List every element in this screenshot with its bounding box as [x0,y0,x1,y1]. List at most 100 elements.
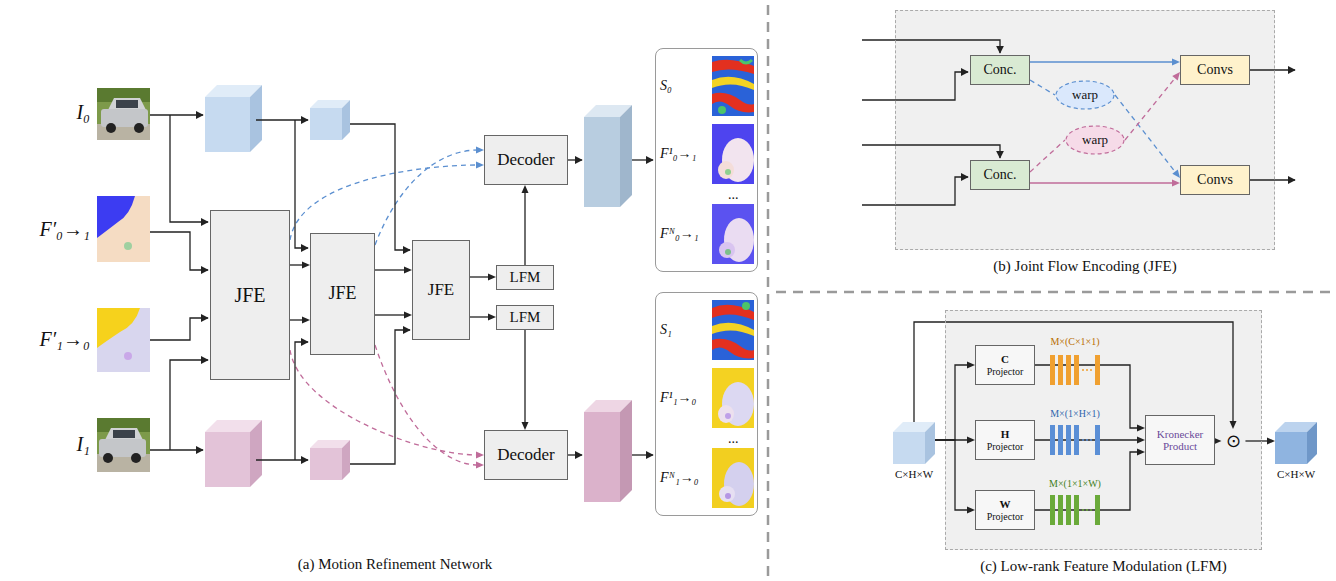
lfm-block: LFM [496,265,554,290]
arrow-head [1137,425,1145,432]
node-text: ... [728,431,739,446]
connector [935,440,975,514]
connector-line [375,345,478,465]
connector [375,147,484,246]
connector [375,267,412,274]
node-text: W [1000,498,1011,510]
input-label: F′₀→₁ [40,218,91,240]
node-text: C×H×W [895,468,933,480]
node-text: (b) Joint Flow Encoding (JFE) [993,258,1176,275]
feature-tensor: C×H×W [1275,422,1317,464]
node-text: C×H×W [1277,468,1315,480]
arrow-head [476,452,484,459]
node-text: S₀ [660,78,672,93]
connector-line [1030,80,1055,95]
node-text: Conc. [983,167,1016,182]
projector-block: HProjector [975,420,1035,460]
connector-line [290,350,478,455]
output-panel: S₀F¹₀→₁...Fᴺ₀→₁ [655,48,758,272]
flow-image [97,308,150,372]
connector-line [290,165,478,240]
figure-panel: (c) Low-rank Feature Modulation (LFM)CPr… [945,310,1262,550]
jfe-block: JFE [210,210,290,380]
output-map [712,56,754,508]
node-text: Decoder [497,446,555,465]
arrow-head [1172,170,1180,178]
factor-stack [1050,355,1100,525]
layout-arrow [150,40,1295,464]
connector [522,330,529,430]
node-text: Fᴺ₀→₁ [660,226,699,241]
connector-line [290,264,304,265]
arrow-head [476,162,484,169]
connector [290,317,310,324]
connector-line [524,191,525,265]
arrow-head [1267,438,1275,445]
arrow-head [1172,72,1180,80]
connector-line [1245,440,1269,441]
connector-line [1115,95,1176,173]
divider [768,5,1336,576]
arrow-head [522,422,529,430]
node-text: Projector [987,366,1024,377]
kronecker-block: Kronecker Product [1145,415,1215,465]
concat-block: Conc. [970,55,1030,85]
feature-cube [205,85,1317,502]
arrow-head [1172,59,1180,66]
node-text: Conc. [983,62,1016,77]
connector [470,314,496,321]
connector-line [375,314,406,315]
node-text: JFE [428,281,454,300]
connector [1125,72,1180,140]
connector [375,345,484,469]
node-text: LFM [510,269,541,286]
connector [290,162,484,241]
node-text: JFE [328,284,356,304]
connector [375,312,412,319]
projector-block: WProjector [975,490,1035,530]
conv-block: Convs [1180,55,1250,85]
node-text: Projector [987,511,1024,522]
concat-block: Conc. [970,160,1030,190]
arrow-head [488,314,496,321]
connector-line [470,316,490,317]
jfe-block: JFE [412,240,470,340]
hadamard-op: ⊙ [1221,429,1245,453]
arrow-head [404,267,412,274]
connector-line [1030,61,1174,62]
node-text: Convs [1197,62,1233,77]
connector [290,350,484,459]
input-image [97,88,150,140]
output-panel: S₁F¹₁→₀...Fᴺ₁→₀ [655,292,758,516]
ellipse-outline [1056,81,1114,109]
arrow-head [1230,421,1237,429]
tensor-label: M×(C×1×1) [1050,336,1099,347]
panel-fill [945,310,1262,550]
node-text: S₁ [660,322,672,337]
subfigure-caption: (a) Motion Refinement Network [298,556,493,573]
connector-line [524,330,525,424]
node-text: C [1001,353,1009,365]
jfe-block: JFE [310,233,375,355]
connector-line [375,150,478,245]
connector [1030,180,1180,187]
arrow-head [404,312,412,319]
connector [522,185,529,265]
connector [935,362,975,441]
arrow-head [476,462,484,469]
arrow-head [1137,437,1145,444]
connector-line [1030,182,1174,183]
node-text: warp [1082,133,1108,147]
connector-line [375,269,406,270]
ellipse-outline [1066,126,1124,154]
flow-image [97,196,150,262]
connector-line [914,322,1233,423]
panel-fill [895,10,1275,250]
node-text: LFM [510,309,541,326]
node-text: Convs [1197,172,1233,187]
connector [290,262,310,269]
warp-op: warp [1065,125,1125,155]
projector-block: CProjector [975,345,1035,385]
decoder-block: Decoder [484,135,568,185]
lfm-block: LFM [496,305,554,330]
